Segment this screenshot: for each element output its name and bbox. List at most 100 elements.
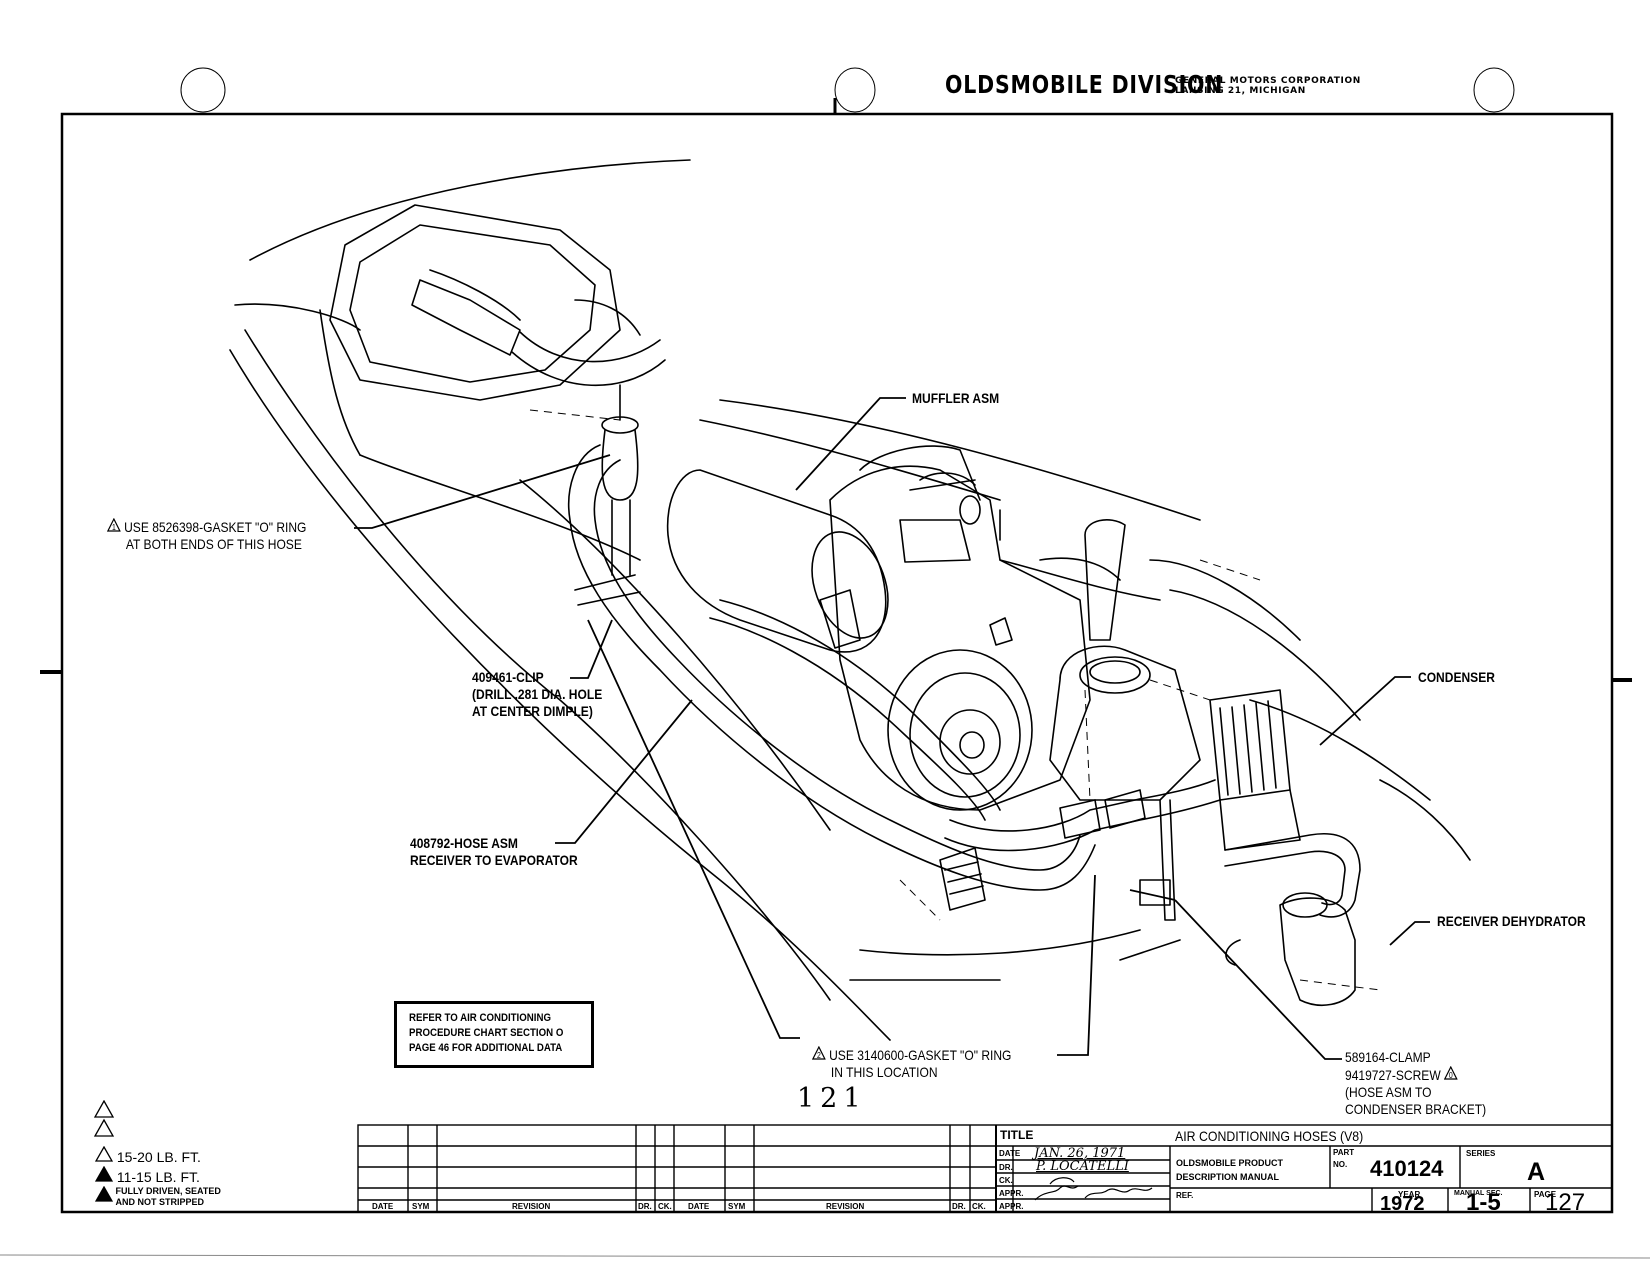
rev-date-label-1: DATE <box>372 1202 394 1211</box>
hose-line1: 408792-HOSE ASM <box>410 835 518 851</box>
part-label: PART <box>1333 1148 1355 1157</box>
binder-hole-right <box>1473 67 1515 113</box>
date-label: DATE <box>999 1149 1021 1158</box>
reference-note-box: REFER TO AIR CONDITIONING PROCEDURE CHAR… <box>394 1001 594 1068</box>
drawing-title: AIR CONDITIONING HOSES (V8) <box>1175 1128 1364 1144</box>
leader-hose <box>555 699 693 844</box>
muffler <box>666 469 887 653</box>
binder-hole-center <box>834 67 876 113</box>
dr-label: DR. <box>999 1163 1013 1172</box>
gasket1-line2: AT BOTH ENDS OF THIS HOSE <box>125 536 302 552</box>
series-label: SERIES <box>1466 1149 1496 1158</box>
page-label: PAGE <box>1534 1190 1557 1199</box>
callout-receiver-dehydrator: RECEIVER DEHYDRATOR <box>1437 913 1586 929</box>
gasket2-line1: 2 USE 3140600-GASKET "O" RING <box>811 1045 1011 1064</box>
clamp-line1: 589164-CLAMP <box>1345 1049 1431 1065</box>
binder-hole-left <box>180 67 226 113</box>
warning-triangle-0-icon: 0 <box>1443 1065 1458 1084</box>
rev-revision-label-1: REVISION <box>512 1202 551 1211</box>
warning-triangle-2-icon: 2 <box>811 1045 826 1064</box>
svg-text:0: 0 <box>1449 1070 1453 1080</box>
warning-triangle-3-icon <box>94 1145 114 1165</box>
part-number: 410124 <box>1370 1156 1444 1181</box>
callout-clip: 409461-CLIP (DRILL .281 DIA. HOLE AT CEN… <box>472 669 602 720</box>
rev-revision-label-2: REVISION <box>826 1202 865 1211</box>
date-value: JAN. 26, 1971 <box>1034 1146 1126 1161</box>
sheet-number: 121 <box>797 1083 867 1114</box>
ref-label: REF. <box>1176 1191 1194 1200</box>
manual-sec-label: MANUAL SEC. <box>1454 1190 1503 1197</box>
leader-clamp2 <box>1129 889 1176 901</box>
rev-ck-label-2: CK. <box>972 1202 986 1211</box>
battery-fitting <box>411 279 521 356</box>
callout-gasket2: 2 USE 3140600-GASKET "O" RING IN THIS LO… <box>811 1045 1011 1081</box>
callout-hose: 408792-HOSE ASM RECEIVER TO EVAPORATOR <box>410 835 578 869</box>
leader-clamp <box>1174 899 1342 1060</box>
appr-label: APPR. <box>999 1189 1024 1198</box>
note-line3: PAGE 46 FOR ADDITIONAL DATA <box>409 1042 563 1054</box>
compressor-clutch <box>887 649 1033 811</box>
warning-triangle-4-icon <box>94 1165 114 1185</box>
callout-condenser: CONDENSER <box>1418 669 1495 685</box>
leader-condenser <box>1319 676 1411 746</box>
leader-receiver <box>1389 921 1430 946</box>
gasket2-line2: IN THIS LOCATION <box>830 1064 938 1080</box>
leader-gasket1 <box>354 454 611 529</box>
compressor <box>829 465 1091 811</box>
hose-line2: RECEIVER TO EVAPORATOR <box>410 852 578 868</box>
rev-sym-label-1: SYM <box>412 1202 430 1211</box>
leader-gasket2b <box>587 619 800 1039</box>
receiver-dehydrator <box>1279 897 1356 1006</box>
rev-dr-label-1: DR. <box>638 1202 652 1211</box>
clamp-line3: (HOSE ASM TO <box>1345 1084 1432 1100</box>
year-value: 1972 <box>1380 1193 1425 1215</box>
rev-dr-label-2: DR. <box>952 1202 966 1211</box>
year-label: YEAR <box>1398 1190 1421 1199</box>
rev-date-label-2: DATE <box>688 1202 710 1211</box>
callout-clamp: 589164-CLAMP 9419727-SCREW 0 (HOSE ASM T… <box>1345 1049 1486 1118</box>
clamp-line4: CONDENSER BRACKET) <box>1345 1101 1487 1117</box>
product-line2: DESCRIPTION MANUAL <box>1176 1172 1279 1182</box>
legend-triangles <box>93 1099 115 1145</box>
svg-text:1: 1 <box>112 522 116 532</box>
note-line1: REFER TO AIR CONDITIONING <box>409 1012 551 1024</box>
clamp-line2: 9419727-SCREW 0 <box>1345 1065 1486 1084</box>
note-line2: PROCEDURE CHART SECTION O <box>409 1027 564 1039</box>
corp-name: GENERAL MOTORS CORPORATION <box>1175 76 1361 86</box>
fender-outline <box>249 159 691 261</box>
rev-sym-label-2: SYM <box>728 1202 746 1211</box>
manual-sec-value: 1-5 <box>1466 1189 1501 1216</box>
clip-line1: 409461-CLIP <box>472 669 544 685</box>
dr-value: P. LOCATELLI <box>1036 1159 1129 1174</box>
product-line1: OLDSMOBILE PRODUCT <box>1176 1158 1283 1168</box>
rev-ck-label-1: CK. <box>658 1202 672 1211</box>
division-title: OLDSMOBILE DIVISION <box>945 70 1224 99</box>
receiver-tube <box>1224 833 1361 918</box>
appr2-label: APPR. <box>999 1202 1024 1211</box>
no-label: NO. <box>1333 1160 1348 1169</box>
page-value: 127 <box>1545 1189 1586 1216</box>
title-label: TITLE <box>1000 1128 1034 1142</box>
ck-label: CK. <box>999 1176 1013 1185</box>
hose-asm <box>568 444 1096 891</box>
leader-gasket2 <box>1057 874 1096 1056</box>
legend-note-line1: FULLY DRIVEN, SEATED <box>115 1186 221 1196</box>
callout-gasket1: 1 USE 8526398-GASKET "O" RING AT BOTH EN… <box>106 517 306 553</box>
warning-triangle-0b-icon <box>94 1185 114 1205</box>
corp-address: GENERAL MOTORS CORPORATION LANSING 21, M… <box>1175 76 1361 96</box>
legend-note-line2: AND NOT STRIPPED <box>115 1197 205 1207</box>
warning-triangle-1-icon: 1 <box>106 517 121 536</box>
signature-scribble <box>1034 1177 1153 1201</box>
gasket1-line1: 1 USE 8526398-GASKET "O" RING <box>106 517 306 536</box>
legend-torque2: 11-15 LB. FT. <box>94 1165 200 1185</box>
callout-muffler: MUFFLER ASM <box>912 390 1000 406</box>
leader-muffler <box>795 397 906 491</box>
legend-torque1: 15-20 LB. FT. <box>94 1145 201 1165</box>
clip-line2: (DRILL .281 DIA. HOLE <box>472 686 603 702</box>
clip-line3: AT CENTER DIMPLE) <box>472 703 593 719</box>
leader-clip <box>570 619 613 679</box>
